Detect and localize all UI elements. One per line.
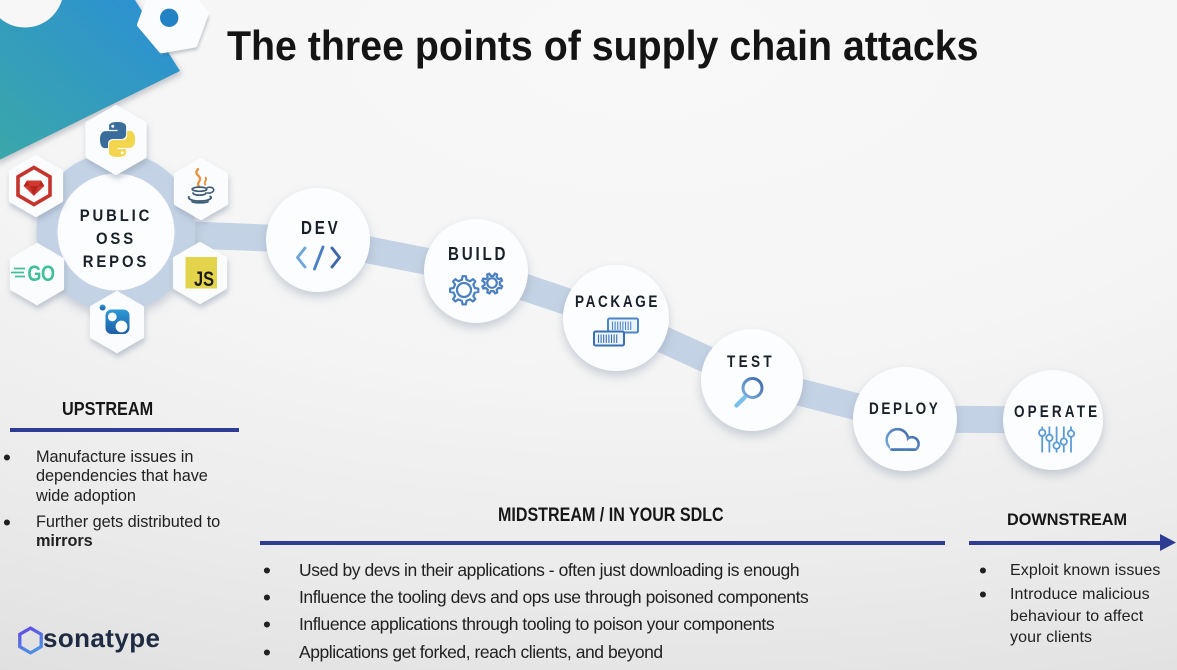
svg-text:GO: GO [27,262,54,286]
svg-text:JS: JS [194,267,214,290]
